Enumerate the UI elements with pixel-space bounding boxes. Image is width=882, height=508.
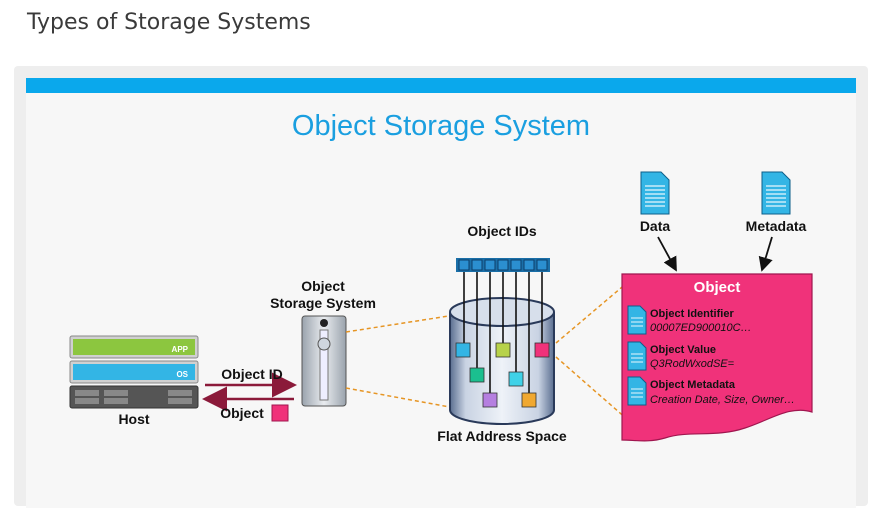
object-metadata-label: Object Metadata [650,379,736,391]
diagram-title: Object Storage System [292,110,590,142]
metadata-document-icon [761,171,791,215]
object-id-arrow-label: Object ID [221,366,282,382]
page-heading: Types of Storage Systems [27,10,311,35]
object-id-links [463,272,543,396]
slide-accent-bar [26,78,856,93]
storage-system-label-line1: Object [301,278,345,294]
flat-address-space-label: Flat Address Space [437,428,567,444]
object-value-value: Q3RodWxodSE= [650,358,735,370]
object-identifier-doc-icon [627,305,647,335]
object-id-strip [456,258,550,272]
object-return-label: Object [220,405,264,421]
app-label: APP [172,345,189,354]
object-value-doc-icon [627,341,647,371]
storage-system-label-line2: Storage System [270,295,376,311]
object-metadata-value: Creation Date, Size, Owner… [650,394,795,406]
os-label: OS [176,370,188,379]
storage-system-tower [301,315,347,407]
object-storage-diagram: Object Storage System APP OS Host Object… [69,110,813,444]
object-card-title: Object [694,279,741,296]
returned-object-icon [271,404,289,422]
metadata-label: Metadata [746,218,807,234]
host-server: APP OS [69,335,199,409]
object-identifier-value: 00007ED900010C… [650,322,752,334]
object-value-label: Object Value [650,344,716,356]
object-identifier-label: Object Identifier [650,308,734,320]
data-label: Data [640,218,671,234]
object-card [621,273,813,442]
stored-objects [455,342,550,408]
host-label: Host [118,411,149,427]
object-ids-label: Object IDs [467,223,536,239]
flat-address-space-cylinder [449,297,555,425]
object-metadata-doc-icon [627,376,647,406]
data-document-icon [640,171,670,215]
